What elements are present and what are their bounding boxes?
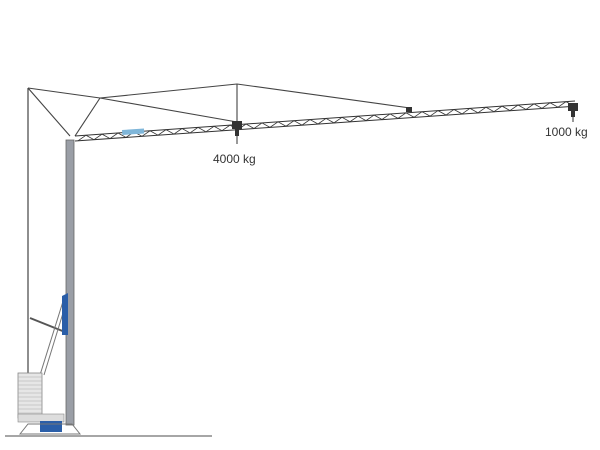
trolley-joint [406, 107, 412, 112]
counterweight [17, 372, 82, 435]
jib [74, 100, 579, 142]
brace [39, 294, 66, 376]
mast [65, 139, 75, 426]
load-label-4000: 4000 kg [213, 152, 256, 166]
tie-lines [27, 83, 411, 137]
jib-logo [122, 128, 145, 135]
hook-4000 [232, 121, 242, 144]
support-strut [29, 317, 66, 333]
hook-1000 [568, 103, 578, 122]
mast-blue-section [62, 293, 68, 335]
load-label-1000: 1000 kg [545, 125, 588, 139]
